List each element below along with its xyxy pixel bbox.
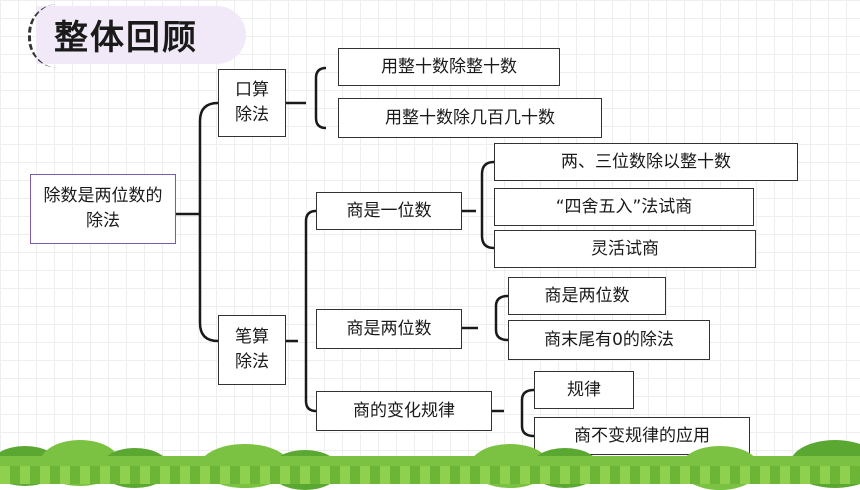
mental-item-1: 用整十数除整十数 (338, 48, 560, 86)
g3-item-1: 规律 (534, 371, 634, 409)
root-node: 除数是两位数的除法 (30, 174, 176, 244)
g2-item-2: 商末尾有0的除法 (508, 320, 710, 360)
mental-item-2: 用整十数除几百几十数 (338, 98, 602, 138)
g2-item-1: 商是两位数 (508, 277, 666, 315)
g1-item-1: 两、三位数除以整十数 (494, 143, 798, 181)
title-tab (28, 4, 246, 68)
group-one-digit-quotient: 商是一位数 (316, 192, 462, 230)
branch-mental-division: 口算除法 (218, 69, 286, 137)
group-quotient-change-rule: 商的变化规律 (316, 391, 492, 431)
branch-written-division: 笔算除法 (218, 315, 286, 385)
g1-item-2: “四舍五入”法试商 (494, 188, 754, 226)
page-title: 整体回顾 (54, 18, 198, 58)
group-two-digit-quotient: 商是两位数 (316, 309, 462, 349)
g1-item-3: 灵活试商 (494, 230, 756, 268)
